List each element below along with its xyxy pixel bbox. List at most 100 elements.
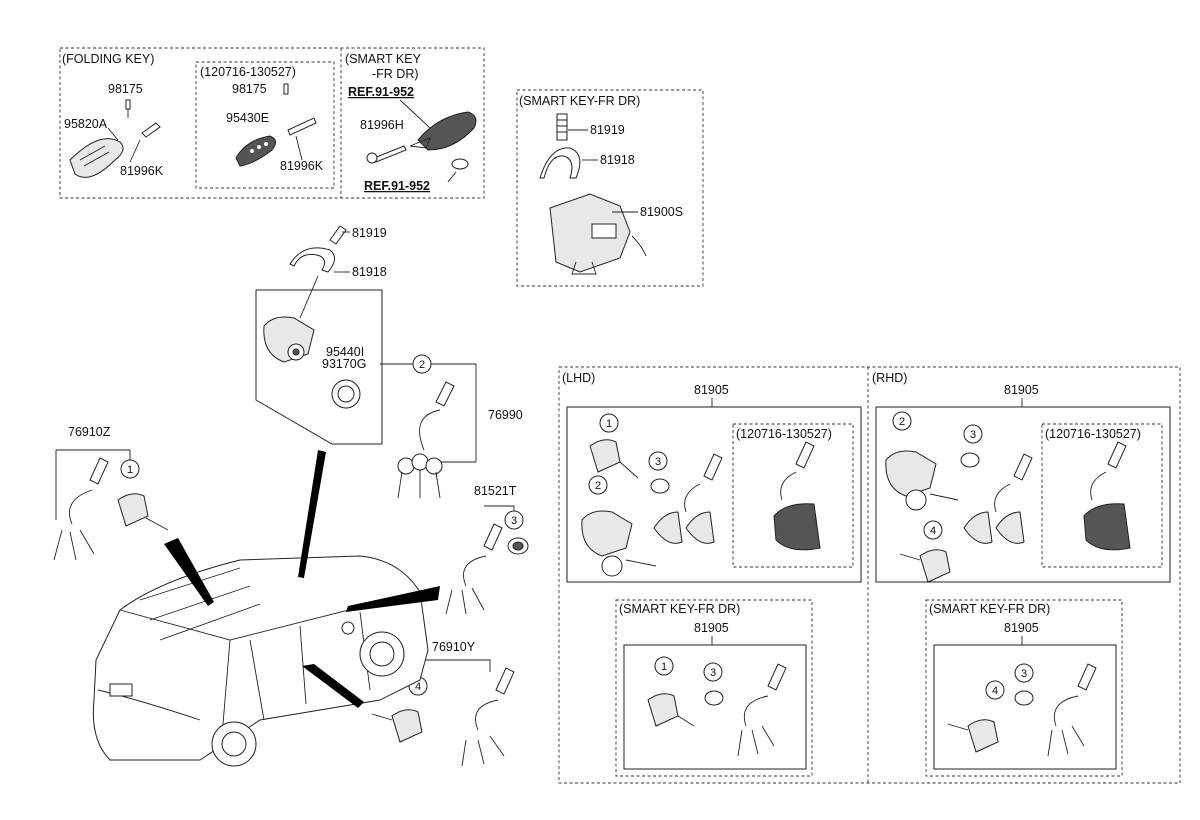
callout-2-lhd [588, 475, 608, 495]
callout-3-trunk [504, 510, 524, 530]
rhd-kit-box [875, 406, 1171, 583]
callout-3-rhd-sk [1014, 663, 1034, 683]
callout-4-rhd-num: 4 [930, 525, 936, 537]
smart-key-fr-dr-group: (SMART KEY-FR DR) 81919 81918 81900S [516, 89, 704, 287]
label-95440I: 95440I [326, 345, 364, 359]
callout-3-rhd-sk-num: 3 [1021, 668, 1027, 680]
callout-1-lhd-sk [654, 656, 674, 676]
rhd-door-cylinder-icon [899, 549, 951, 583]
battery-icon [447, 158, 469, 183]
key-set-81521T-icon [445, 523, 503, 615]
lhd-sk-door-cylinder-icon [647, 693, 695, 727]
label-81919-r: 81919 [590, 123, 625, 137]
rhd-smart-box [925, 599, 1123, 777]
lhd-sk-cylinder-icon [704, 690, 724, 706]
key-set-76990-icon [397, 381, 455, 499]
bracket-icon [539, 147, 581, 179]
callout-3-lhd-sk-num: 3 [710, 667, 716, 679]
callout-4-rhd-sk [985, 680, 1005, 700]
callout-2-center [412, 354, 432, 374]
label-81905-rhd: 81905 [1004, 383, 1039, 397]
rhd-smart-fob-icon [1083, 441, 1131, 551]
key-set-76910Y-icon [461, 667, 515, 767]
callout-1-lhd-num: 1 [606, 418, 612, 430]
smart-key-fr-dr-box [516, 89, 704, 287]
callout-1-left [120, 459, 140, 479]
lhd-kit-box [566, 406, 862, 583]
label-76910Z: 76910Z [68, 425, 111, 439]
callout-3-rhd [963, 424, 983, 444]
callout-3-lhd-num: 3 [655, 456, 661, 468]
label-81918-r: 81918 [600, 153, 635, 167]
lhd-door-cylinder-icon [589, 439, 639, 479]
folding-date-box [195, 61, 335, 189]
screw-icon [556, 113, 568, 141]
lhd-smart-title: (SMART KEY-FR DR) [619, 602, 740, 616]
label-81900S: 81900S [640, 205, 683, 219]
screw-c-icon [329, 225, 347, 245]
label-ref-91-952-a: REF.91-952 [348, 85, 414, 99]
smart-key-title-2: -FR DR) [372, 67, 419, 81]
label-81996K-a: 81996K [120, 164, 164, 178]
lhd-rhd-group: (LHD) (RHD) 81905 (120716-130527) 1 2 3 [558, 366, 1181, 784]
callout-1-left-num: 1 [127, 464, 133, 476]
lock-cylinder-icon [263, 316, 315, 363]
folding-key-fob-icon [69, 138, 124, 178]
folding-date-label: (120716-130527) [200, 65, 296, 79]
key-blade-b-icon [283, 83, 317, 136]
trunk-lock-81521T-group: 81521T 3 [445, 484, 529, 615]
key-blade-icon [125, 99, 161, 138]
lhd-smart-kit-box [623, 644, 807, 770]
lhd-rhd-box [558, 366, 1181, 784]
label-81521T: 81521T [474, 484, 517, 498]
lhd-smart-box [615, 599, 813, 777]
rhd-sk-key-set-icon [1047, 663, 1097, 757]
lhd-lock-cylinder-icon [581, 510, 657, 577]
rhd-cylinder-small-icon [960, 452, 980, 468]
label-95430E: 95430E [226, 111, 269, 125]
key-blade-c-icon [366, 145, 407, 164]
ignition-cylinder-group: 81919 81918 95440I 93170G 76990 2 [255, 225, 523, 499]
label-ref-91-952-b: REF.91-952 [364, 179, 430, 193]
callout-2-center-num: 2 [419, 359, 425, 371]
rhd-sk-cylinder-icon [1014, 690, 1034, 706]
folding-key-group: (FOLDING KEY) (120716-130527) (SMART KEY… [59, 47, 485, 199]
callout-2-rhd [892, 411, 912, 431]
rhd-flip-keys-icon [963, 453, 1033, 544]
pointer-wedge-trunk [346, 586, 440, 612]
ignition-cylinder-box [255, 289, 383, 445]
callout-4-rhd [923, 520, 943, 540]
door-lock-76910Z-group: 76910Z 1 [53, 425, 169, 561]
rhd-sk-door-cylinder-icon [947, 719, 999, 753]
lhd-smart-fob-icon [773, 441, 821, 551]
rhd-title: (RHD) [872, 371, 907, 385]
label-81919-c: 81919 [352, 226, 387, 240]
lhd-flip-keys-icon [653, 453, 723, 544]
door-lock-cylinder-76910Y-icon [371, 709, 423, 743]
rhd-lock-cylinder-icon [885, 450, 959, 511]
lhd-sk-key-set-icon [737, 663, 787, 757]
smart-key-title: (SMART KEY [345, 52, 422, 66]
label-81918-c: 81918 [352, 265, 387, 279]
ring-icon [331, 379, 361, 409]
callout-4-car-num: 4 [415, 681, 421, 693]
smart-key-fob-icon [399, 99, 477, 151]
ignition-lock-body-icon [549, 193, 647, 275]
lhd-date-label: (120716-130527) [736, 427, 832, 441]
key-set-76910Z-icon [53, 457, 109, 561]
label-93170G: 93170G [322, 357, 366, 371]
label-81996H: 81996H [360, 118, 404, 132]
callout-3-lhd-sk [703, 662, 723, 682]
callout-3-rhd-num: 3 [970, 429, 976, 441]
callout-3-trunk-num: 3 [511, 515, 517, 527]
callout-1-lhd-sk-num: 1 [661, 661, 667, 673]
rhd-smart-title: (SMART KEY-FR DR) [929, 602, 1050, 616]
label-98175-a: 98175 [108, 82, 143, 96]
lhd-cylinder-small-icon [650, 478, 670, 494]
folding-key-title: (FOLDING KEY) [62, 52, 154, 66]
label-81905-lhd: 81905 [694, 383, 729, 397]
callout-4-rhd-sk-num: 4 [992, 685, 998, 697]
label-76910Y: 76910Y [432, 640, 476, 654]
door-lock-cylinder-left-icon [117, 493, 169, 531]
